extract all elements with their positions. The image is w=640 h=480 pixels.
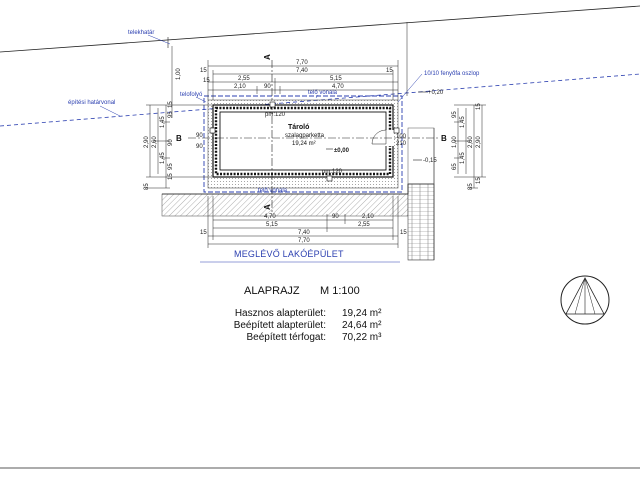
room-area: 19,24 m²	[292, 141, 316, 147]
dim-bottom-15-left: 15	[200, 230, 207, 236]
dim-left-w90b: 90	[196, 144, 203, 150]
leader-telekhatar	[147, 34, 171, 45]
dim-right-inner: 2,60	[468, 136, 474, 148]
dim-top-right-part: 5,15	[330, 76, 342, 82]
label-oszlop: 10/10 fenyőfa oszlop	[424, 71, 480, 77]
label-telo-top: telő vonala	[308, 90, 338, 96]
dim-right-top: 1,45	[460, 116, 466, 128]
property-line	[0, 5, 640, 53]
dim-right-15a: 15	[476, 103, 482, 110]
dim-left-b: 95	[168, 163, 174, 170]
room-floor: szalagparketta	[285, 133, 325, 139]
section-a-top: A	[263, 54, 272, 60]
dim-bottom-left-part: 5,15	[266, 222, 278, 228]
dim-top-15-small: 15	[203, 78, 210, 84]
legend-key: Beépített térfogat:	[246, 332, 327, 343]
dim-left-overall: 2,90	[144, 136, 150, 148]
leader-oszlop	[397, 73, 423, 103]
dim-pad-left: 1,00	[176, 68, 182, 80]
section-b-left: B	[176, 134, 182, 143]
dim-right-mid: 1,45	[460, 152, 466, 164]
dim-bottom-inner: 7,40	[298, 230, 310, 236]
level-minus: -0,15	[423, 158, 437, 164]
column-corner-tl	[269, 101, 276, 108]
legend-row: Beépített alapterület: 24,64 m²	[0, 320, 640, 334]
dim-right-base: 85	[468, 183, 474, 190]
dim-bottom-right-sub: 2,10	[362, 214, 374, 220]
dim-bottom-overall: 7,70	[298, 238, 310, 244]
dim-right-15b: 15	[476, 177, 482, 184]
dim-right-c: 65	[452, 163, 458, 170]
dim-bottom-15-right: 15	[400, 230, 407, 236]
dim-bottom-mid: 90	[332, 214, 339, 220]
room-name: Tároló	[288, 124, 309, 131]
leader-telo-top	[315, 94, 319, 99]
dim-left-15b: 15	[168, 173, 174, 180]
legend-key: Beépített alapterület:	[233, 320, 326, 331]
dim-top-overall: 7,70	[296, 60, 308, 66]
column-right	[393, 127, 400, 134]
legend-row: Hasznos alapterület: 19,24 m²	[0, 308, 640, 322]
existing-building-label: MEGLÉVŐ LAKÓÉPÜLET	[234, 249, 344, 259]
dim-chain-bottom	[207, 196, 399, 248]
dim-left-a: 95	[168, 111, 174, 118]
door-210: 210	[396, 141, 407, 147]
dim-left-15a: 15	[168, 101, 174, 108]
section-b-right: B	[441, 134, 447, 143]
dim-chain-top	[207, 60, 399, 100]
dim-chain-right	[454, 104, 486, 189]
dim-right-b: 1,00	[452, 136, 458, 148]
dim-top-left-sub: 2,10	[234, 84, 246, 90]
door-100: 100	[396, 134, 407, 140]
drawing-scale: M 1:100	[320, 285, 360, 297]
pm-bottom: pm:120	[322, 169, 343, 175]
legend-value: 19,24 m²	[342, 308, 382, 319]
wall-band	[214, 106, 392, 176]
dim-right-overall: 2,90	[476, 136, 482, 148]
level-zero: ±0,00	[334, 148, 350, 154]
legend-value: 70,22 m³	[342, 332, 382, 343]
dim-left-inner: 2,60	[152, 136, 158, 148]
legend-row: Beépített térfogat: 70,22 m³	[0, 332, 640, 346]
dim-top-15-right: 15	[386, 68, 393, 74]
dim-left-c: 90	[168, 139, 174, 146]
dim-bottom-left-sub: 4,70	[264, 214, 276, 220]
dim-bottom-right-part: 2,55	[358, 222, 370, 228]
leader-telofolyo	[195, 96, 207, 103]
dim-left-mid: 1,45	[160, 152, 166, 164]
level-plus: +0,20	[428, 90, 444, 96]
label-telofolyo: telofolyó	[180, 92, 203, 98]
dim-left-w90a: 90	[196, 133, 203, 139]
existing-wall-right	[407, 183, 435, 261]
section-a-bottom: A	[263, 204, 272, 210]
drawing-title: ALAPRAJZ	[244, 285, 300, 297]
ground-hatch	[161, 193, 409, 217]
building-limit-line	[0, 73, 640, 127]
label-telo-bottom: telő vonala	[258, 188, 288, 194]
dim-top-mid: 90	[264, 84, 271, 90]
door-swing	[371, 129, 387, 145]
inner-wall	[219, 111, 387, 171]
dim-right-a: 95	[452, 111, 458, 118]
dim-top-15-left: 15	[200, 68, 207, 74]
legend-value: 24,64 m²	[342, 320, 382, 331]
dim-left-top: 1,45	[160, 116, 166, 128]
right-slab	[407, 127, 435, 185]
pm-top: pm:120	[265, 112, 286, 118]
dim-top-right-sub: 4,70	[332, 84, 344, 90]
eave-line	[203, 95, 403, 193]
label-telekhatar: telekhatár	[128, 30, 154, 36]
dim-top-left-part: 2,55	[238, 76, 250, 82]
leader-epitesi	[99, 105, 121, 117]
column-left	[209, 127, 216, 134]
dim-top-inner: 7,40	[296, 68, 308, 74]
label-epitesi-hatarvonal: építési határvonal	[68, 100, 115, 106]
legend-key: Hasznos alapterület:	[234, 308, 326, 319]
north-arrow-icon	[560, 275, 610, 325]
column-corner-bl	[326, 175, 333, 182]
dim-left-base: 85	[144, 183, 150, 190]
dim-chain-left	[146, 104, 212, 189]
